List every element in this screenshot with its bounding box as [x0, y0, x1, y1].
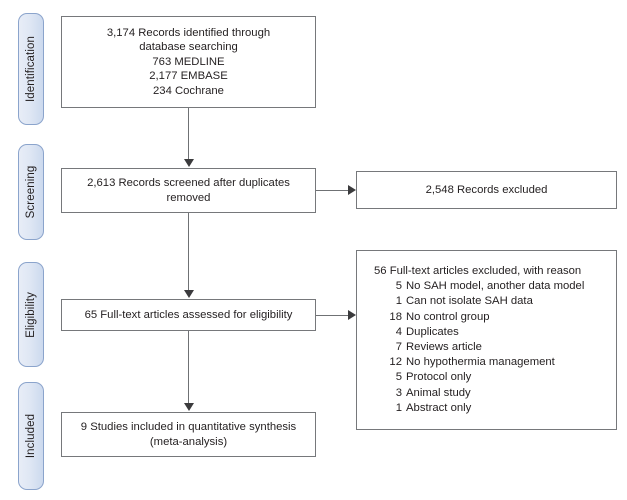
exclusion-reason-row: 1 Abstract only: [374, 401, 616, 416]
stage-tab-identification: Identification: [18, 13, 44, 125]
exclusion-reason-row: 4 Duplicates: [374, 325, 616, 340]
stage-tab-eligibility: Eligibility: [18, 262, 44, 367]
stage-tab-screening-label: Screening: [25, 165, 37, 219]
box-full-text-assessed-text: 65 Full-text articles assessed for eligi…: [84, 308, 293, 321]
exclusion-reason-text: No hypothermia management: [406, 356, 555, 369]
stage-tab-identification-label: Identification: [25, 36, 37, 102]
box-records-excluded-text: 2,548 Records excluded: [425, 183, 548, 196]
box-identification-text: 3,174 Records identified through databas…: [106, 26, 271, 97]
connector-eligibility-to-included: [188, 331, 189, 404]
exclusion-reason-row: 18 No control group: [374, 310, 616, 325]
exclusion-reason-count: 7: [395, 341, 402, 353]
exclusion-reason-text: Duplicates: [406, 325, 459, 338]
exclusion-reason-row: 5 Protocol only: [374, 370, 616, 385]
connector-identification-to-screening: [188, 108, 189, 160]
arrowhead-eligibility-to-included: [184, 403, 194, 411]
box-full-text-assessed: 65 Full-text articles assessed for eligi…: [61, 299, 316, 331]
connector-screening-to-eligibility: [188, 213, 189, 291]
exclusion-reason-count: 1: [395, 401, 402, 414]
exclusion-reason-row: 1 Can not isolate SAH data: [374, 294, 616, 309]
exclusion-reason-text: Can not isolate SAH data: [406, 295, 533, 308]
exclusion-reason-text: Reviews article: [406, 341, 482, 353]
box-studies-included: 9 Studies included in quantitative synth…: [61, 412, 316, 457]
box-records-screened-text: 2,613 Records screened after duplicates …: [87, 176, 290, 204]
box-records-excluded: 2,548 Records excluded: [356, 171, 617, 209]
box-identification: 3,174 Records identified through databas…: [61, 16, 316, 108]
exclusion-reason-text: Protocol only: [406, 371, 472, 384]
exclusion-reason-text: Abstract only: [406, 401, 472, 414]
exclusion-reason-count: 4: [395, 325, 402, 338]
arrowhead-screening-to-eligibility: [184, 290, 194, 298]
exclusion-reason-row: 3 Animal study: [374, 386, 616, 401]
exclusion-reason-row: 7 Reviews article: [374, 340, 616, 355]
exclusion-reason-text: Animal study: [406, 386, 471, 399]
stage-tab-included: Included: [18, 382, 44, 490]
stage-tab-eligibility-label: Eligibility: [25, 291, 37, 338]
box-studies-included-text: 9 Studies included in quantitative synth…: [80, 420, 297, 448]
stage-tab-screening: Screening: [18, 144, 44, 240]
connector-eligibility-to-full-text-excluded: [316, 315, 349, 316]
connector-screening-to-records-excluded: [316, 190, 349, 191]
box-full-text-excluded: 56 Full-text articles excluded, with rea…: [356, 250, 617, 430]
exclusion-reason-row: 12 No hypothermia management: [374, 355, 616, 370]
exclusion-reason-count: 18: [389, 310, 402, 323]
arrowhead-eligibility-to-full-text-excluded: [348, 310, 356, 320]
arrowhead-screening-to-records-excluded: [348, 185, 356, 195]
exclusion-reason-text: No SAH model, another data model: [406, 280, 585, 293]
excluded-heading-count: 56: [374, 264, 387, 277]
exclusion-reason-count: 1: [395, 295, 402, 308]
box-records-screened: 2,613 Records screened after duplicates …: [61, 168, 316, 213]
arrowhead-identification-to-screening: [184, 159, 194, 167]
exclusion-reason-row: 5 No SAH model, another data model: [374, 279, 616, 294]
excluded-heading-text: Full-text articles excluded, with reason: [389, 264, 582, 277]
exclusion-reason-text: No control group: [406, 310, 490, 323]
exclusion-reason-count: 12: [389, 356, 402, 369]
exclusion-reason-count: 5: [395, 280, 402, 293]
exclusion-reason-count: 5: [395, 371, 402, 384]
box-full-text-excluded-heading: 56 Full-text articles excluded, with rea…: [357, 264, 616, 279]
exclusion-reason-count: 3: [395, 386, 402, 399]
exclusion-reason-list: 5 No SAH model, another data model 1 Can no…: [357, 279, 616, 416]
stage-tab-included-label: Included: [25, 413, 37, 459]
